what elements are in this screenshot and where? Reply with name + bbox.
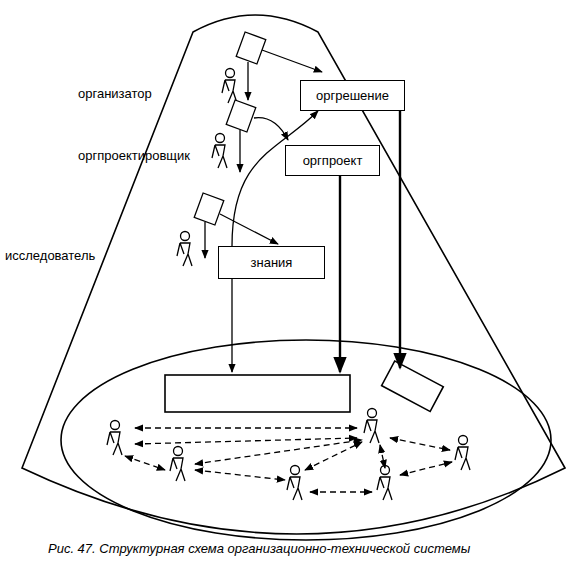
box-text: оргрешение [316, 88, 389, 103]
tilted-rectangle [382, 361, 444, 412]
box-text: знания [251, 255, 293, 270]
figure-caption: Рис. 47. Структурная схема организационн… [48, 541, 470, 556]
role-label: организатор [78, 86, 152, 101]
role-label: исследователь [5, 248, 95, 263]
knowledge-arrow [232, 111, 318, 246]
interaction-arrows [125, 428, 452, 492]
down-arrows [232, 111, 400, 372]
cone-outline [22, 15, 565, 534]
base-people [107, 409, 470, 501]
process-box: знания [218, 246, 325, 279]
base-rectangle [165, 375, 350, 412]
researcher-figure [177, 193, 224, 266]
organizer-figure [222, 32, 266, 103]
designer-figure [212, 100, 256, 168]
box-text: оргпроект [303, 153, 363, 168]
base-ellipse [61, 340, 551, 540]
process-box: оргпроект [285, 145, 380, 176]
role-label: оргпроектировщик [78, 148, 190, 163]
process-box: оргрешение [300, 80, 405, 111]
